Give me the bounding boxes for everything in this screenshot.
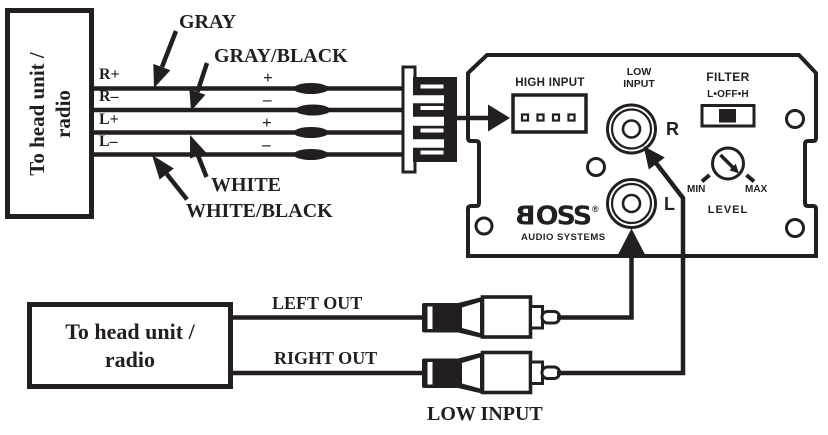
screw-hole	[474, 216, 494, 236]
gray-black-arrow	[189, 62, 210, 111]
low-input-routing	[557, 146, 686, 376]
boss-audio-systems-label: AUDIO SYSTEMS	[521, 232, 606, 243]
white-black-callout: WHITE/BLACK	[186, 200, 333, 222]
rca-plug-right	[422, 350, 561, 395]
filter-label: FILTER	[706, 70, 750, 84]
low-input-caption: LOW INPUT	[427, 403, 543, 425]
polarity-sign: –	[263, 90, 272, 109]
head-unit-bottom-label: To head unit / radio	[65, 319, 195, 372]
screw-holes	[474, 109, 805, 238]
polarity-sign: +	[263, 68, 273, 87]
filter-switch	[700, 104, 756, 128]
ferrite-bead	[293, 83, 329, 94]
white-callout: WHITE	[211, 174, 282, 196]
high-input-label: HIGH INPUT	[515, 77, 585, 89]
level-max-tick	[745, 173, 756, 184]
high-input-arrow	[455, 104, 510, 132]
gray-black-callout: GRAY/BLACK	[214, 45, 348, 67]
gray-arrow	[153, 30, 179, 88]
terminal-label-l-plus: L+	[99, 111, 119, 128]
ferrite-bead	[293, 149, 329, 160]
terminal-label-r-minus: R–	[99, 88, 119, 105]
head-unit-box-top: To head unit / radio	[5, 8, 94, 219]
low-input-jack-r	[606, 103, 657, 155]
terminal-label-r-plus: R+	[99, 66, 120, 83]
registered-mark: ®	[592, 204, 599, 214]
filter-scale-label: L•OFF•H	[707, 89, 749, 100]
level-knob	[700, 146, 756, 184]
jack-l-label: L	[664, 194, 675, 214]
low-input-jack-l	[606, 178, 657, 229]
terminal-label-l-minus: L–	[99, 133, 118, 150]
white-black-arrow	[152, 155, 189, 201]
callout-arrows	[152, 30, 210, 201]
harness-connector	[401, 65, 457, 174]
polarity-sign: +	[262, 112, 272, 132]
head-unit-box-bottom: To head unit / radio	[27, 302, 233, 389]
screw-hole	[785, 218, 805, 238]
ferrite-beads	[293, 83, 331, 160]
right-out-riser	[557, 161, 686, 376]
jack-r-label: R	[666, 119, 679, 139]
high-input-socket	[511, 93, 588, 134]
head-unit-top-label: To head unit / radio	[24, 51, 75, 176]
rca-plug-left	[422, 295, 561, 339]
r-jack-arrowhead	[643, 146, 665, 170]
white-arrow	[190, 135, 209, 178]
gray-callout: GRAY	[179, 11, 237, 33]
polarity-sign: –	[262, 134, 271, 154]
screw-hole	[785, 109, 805, 129]
right-out-label: RIGHT OUT	[274, 348, 378, 368]
left-out-label: LEFT OUT	[272, 293, 363, 313]
speaker-wires	[91, 86, 404, 157]
low-input-label: LOW INPUT	[623, 66, 655, 91]
rca-output-wires	[231, 315, 424, 376]
level-min-label: MIN	[687, 184, 706, 195]
screw-hole	[586, 157, 606, 177]
boss-logo: BOSS	[517, 201, 592, 232]
l-jack-arrowhead	[618, 228, 645, 255]
ferrite-bead	[293, 127, 329, 138]
level-min-tick	[700, 173, 711, 184]
left-out-riser	[557, 252, 634, 320]
level-label: LEVEL	[707, 204, 749, 216]
ferrite-bead	[295, 104, 331, 116]
level-max-label: MAX	[745, 184, 768, 195]
